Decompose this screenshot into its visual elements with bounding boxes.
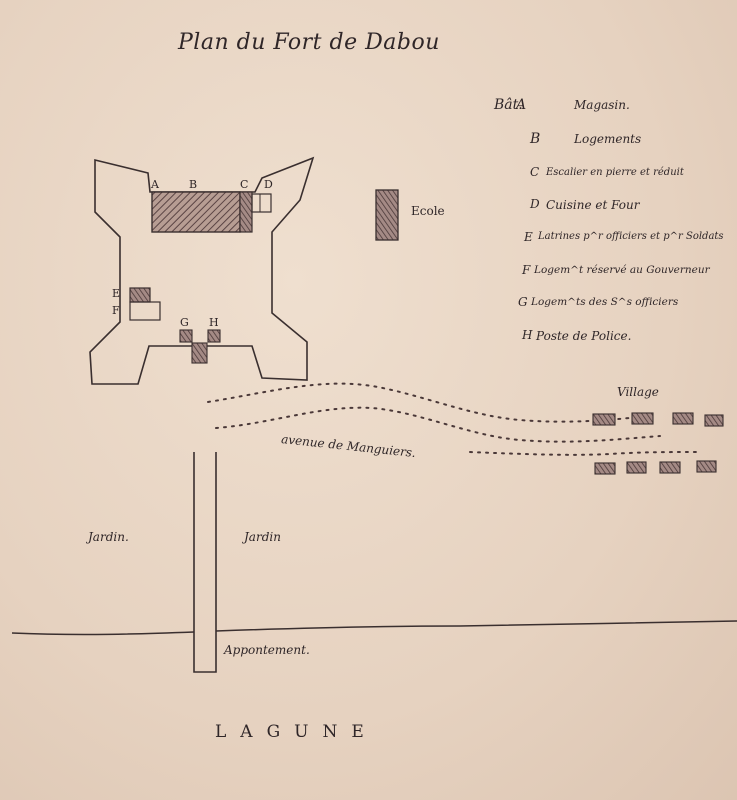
- fort-label-c: C: [240, 178, 249, 191]
- fort-label-f: F: [112, 304, 120, 317]
- legend-text-d: Cuisine et Four: [546, 198, 640, 212]
- fort-label-h: H: [209, 316, 219, 329]
- legend-key-a: A: [516, 97, 527, 113]
- police-post: [191, 342, 208, 364]
- avenue-line-south: [469, 451, 701, 456]
- building-c: [239, 191, 253, 233]
- legend-key-h: H: [522, 328, 533, 342]
- label-jardin-left: Jardin.: [88, 530, 129, 544]
- school-building: [375, 189, 399, 241]
- shoreline: [11, 620, 737, 636]
- legend-key-e: E: [524, 230, 533, 244]
- village-huts: [592, 412, 724, 475]
- fort-label-e: E: [112, 287, 121, 300]
- fort-label-d: D: [264, 178, 273, 191]
- legend-text-g: Logem^ts des S^s officiers: [531, 296, 679, 308]
- avenue-line-north: [207, 382, 651, 423]
- legend-key-f: F: [522, 263, 531, 277]
- legend-text-c: Escalier en pierre et réduit: [546, 167, 684, 178]
- building-g: [179, 329, 193, 343]
- building-a-b: [151, 191, 241, 233]
- map-title: Plan du Fort de Dabou: [178, 30, 440, 55]
- legend-key-g: G: [518, 295, 528, 309]
- legend-key-b: B: [530, 131, 541, 147]
- legend-text-h: Poste de Police.: [536, 329, 632, 343]
- legend-text-a: Magasin.: [574, 98, 630, 112]
- building-f: [129, 301, 161, 321]
- label-jardin-right: Jardin: [244, 530, 281, 544]
- label-lagune: LAGUNE: [215, 722, 378, 742]
- fort-label-g: G: [180, 316, 189, 329]
- building-e: [129, 287, 151, 303]
- label-village: Village: [617, 385, 659, 399]
- legend-text-e: Latrines p^r officiers et p^r Soldats: [538, 231, 724, 242]
- label-ecole: Ecole: [411, 204, 445, 218]
- legend-key-c: C: [530, 165, 540, 179]
- fort-label-b: B: [189, 178, 198, 191]
- legend-text-b: Logements: [574, 132, 642, 146]
- fort-outline: [89, 156, 315, 385]
- jetty: [193, 452, 217, 673]
- building-d: [251, 193, 272, 213]
- legend-header: Bât.: [494, 97, 523, 113]
- fort-label-a: A: [151, 178, 159, 191]
- legend-text-f: Logem^t réservé au Gouverneur: [534, 264, 710, 276]
- building-h: [207, 329, 221, 343]
- legend-key-d: D: [530, 197, 540, 211]
- avenue-line-middle: [215, 406, 661, 443]
- label-appontement: Appontement.: [224, 643, 310, 657]
